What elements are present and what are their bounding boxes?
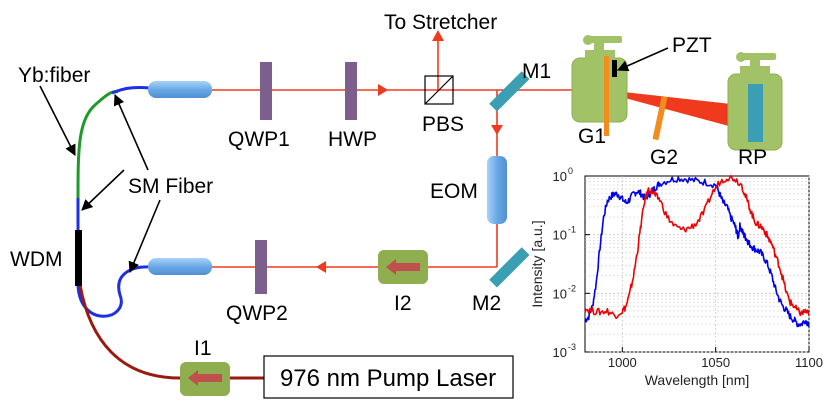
- plot-series: [584, 174, 810, 328]
- arrow-right-icon: [378, 84, 388, 96]
- label-pbs: PBS: [422, 113, 464, 136]
- pbs-cube: [424, 75, 454, 105]
- label-rp: RP: [738, 146, 767, 169]
- label-pzt: PZT: [672, 34, 712, 57]
- pzt-element: [612, 60, 617, 77]
- fiber-pump: [78, 284, 181, 380]
- qwp2-plate: [255, 240, 267, 294]
- y-tick-exponent: -1: [568, 225, 576, 235]
- qwp1-plate: [260, 62, 272, 120]
- y-tick-label: 10: [553, 345, 567, 360]
- pump-laser-label: 976 nm Pump Laser: [280, 365, 496, 392]
- label-sm-fiber: SM Fiber: [128, 175, 213, 198]
- label-hwp: HWP: [328, 128, 377, 151]
- spectrum-series-line: [584, 176, 810, 328]
- y-tick-exponent: -2: [568, 283, 576, 293]
- arrow-down-icon: [491, 125, 503, 135]
- mirror-m1: [489, 71, 530, 112]
- y-tick-exponent: 0: [568, 166, 573, 176]
- spectrum-series-line: [584, 174, 810, 320]
- y-axis-label: Intensity [a.u.]: [529, 220, 545, 307]
- arrow-up-icon: [432, 30, 444, 41]
- label-qwp2: QWP2: [226, 302, 288, 325]
- label-i1: I1: [194, 337, 212, 360]
- label-g2: G2: [650, 146, 678, 169]
- label-m1: M1: [522, 60, 551, 83]
- isolator-i2: [378, 250, 428, 284]
- arrow-left-icon: [316, 261, 326, 273]
- x-tick-label: 1100: [795, 355, 823, 370]
- collimator-bottom: [148, 258, 212, 275]
- roof-prism: [748, 84, 763, 142]
- grating-g1: [604, 56, 609, 136]
- label-g1: G1: [578, 125, 606, 148]
- fiber-blue-bottom: [76, 265, 151, 318]
- label-i2: I2: [394, 292, 412, 315]
- label-yb-fiber: Yb:fiber: [18, 64, 90, 87]
- label-m2: M2: [472, 292, 501, 315]
- y-tick-label: 10: [553, 169, 567, 184]
- x-tick-label: 1000: [608, 355, 637, 370]
- isolator-i1: [180, 362, 230, 396]
- y-tick-exponent: -3: [568, 342, 576, 352]
- x-tick-label: 1050: [701, 355, 730, 370]
- plot-background: [584, 175, 810, 353]
- y-tick-label: 10: [553, 228, 567, 243]
- fiber-green-yb: [76, 90, 119, 201]
- label-to-stretcher: To Stretcher: [384, 11, 497, 34]
- collimator-top: [148, 81, 212, 98]
- hwp-plate: [345, 62, 357, 120]
- x-axis-label: Wavelength [nm]: [645, 372, 750, 388]
- label-eom: EOM: [430, 180, 478, 203]
- label-qwp1: QWP1: [228, 128, 290, 151]
- pump-laser-box: [263, 355, 514, 399]
- y-tick-label: 10: [553, 286, 567, 301]
- beam-arrows: [316, 30, 503, 273]
- rp-mount: [727, 52, 783, 151]
- eom-crystal: [487, 156, 507, 224]
- wdm-bar: [75, 230, 82, 286]
- label-wdm: WDM: [10, 248, 62, 271]
- stretched-beam: [606, 90, 740, 129]
- grating-g2: [652, 95, 668, 141]
- mirror-m2: [489, 247, 530, 288]
- fiber-blue-top: [111, 86, 151, 95]
- g1-mount: [571, 35, 628, 136]
- annotation-arrows: [39, 47, 669, 274]
